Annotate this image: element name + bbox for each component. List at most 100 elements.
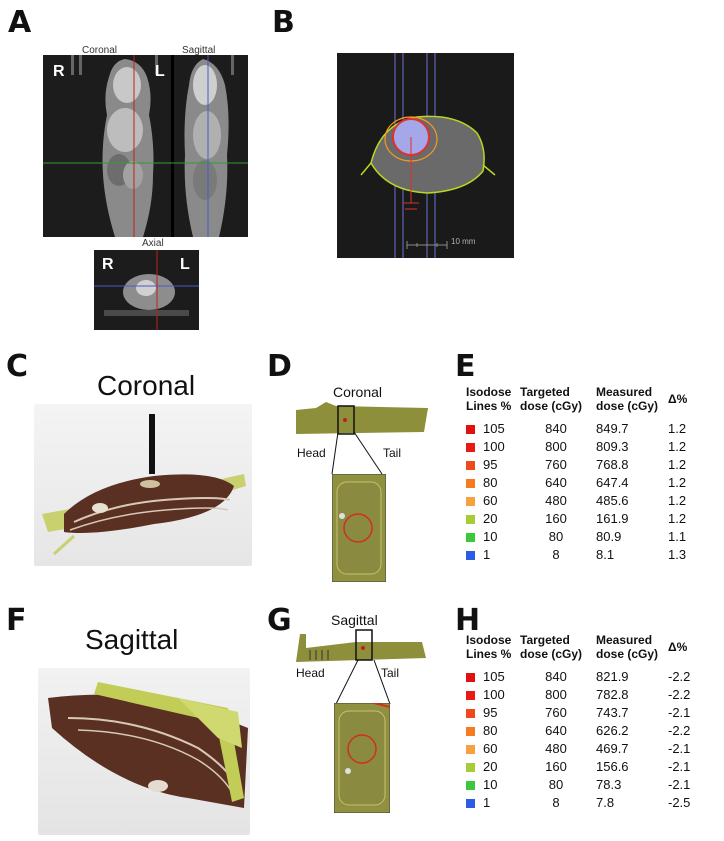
targeted-dose-cell: 8 bbox=[552, 547, 560, 563]
isodose-color-swatch bbox=[466, 425, 475, 435]
panel-g-title: Sagittal bbox=[331, 612, 378, 628]
axial-right-marker: R bbox=[102, 256, 114, 273]
zoom-lines-d bbox=[331, 432, 383, 475]
targeted-dose-cell: 8 bbox=[552, 795, 560, 811]
sagittal-phantom-photo bbox=[38, 668, 250, 835]
panel-label-e: E bbox=[455, 349, 476, 384]
targeted-dose-cell: 160 bbox=[545, 511, 567, 527]
sagittal-view-label: Sagittal bbox=[182, 45, 216, 56]
isodose-line-cell: 80 bbox=[466, 722, 520, 740]
isodose-line-cell: 105 bbox=[466, 420, 520, 438]
delta-percent-cell: 1.2 bbox=[668, 511, 687, 527]
isodose-line-value: 10 bbox=[483, 777, 498, 793]
isodose-color-swatch bbox=[466, 551, 475, 561]
axial-left-marker: L bbox=[180, 256, 190, 273]
isodose-color-swatch bbox=[466, 497, 475, 507]
targeted-dose-cell: 840 bbox=[545, 669, 567, 685]
isodose-line-value: 100 bbox=[483, 439, 505, 455]
measured-dose-cell: 743.7 bbox=[596, 705, 629, 721]
coronal-phantom-photo bbox=[34, 404, 252, 566]
panel-label-c: C bbox=[6, 349, 29, 384]
measured-dose-cell: 849.7 bbox=[596, 421, 629, 437]
isodose-line-cell: 105 bbox=[466, 668, 520, 686]
coronal-phantom-graphic bbox=[42, 414, 246, 556]
delta-percent-cell: -2.2 bbox=[668, 669, 691, 685]
isodose-line-value: 80 bbox=[483, 723, 498, 739]
targeted-dose-cell: 80 bbox=[548, 777, 564, 793]
isodose-color-swatch bbox=[466, 461, 475, 471]
film-sagittal-zoom-graphic bbox=[333, 702, 391, 814]
dose-plan-image: 10 mm bbox=[337, 53, 514, 258]
delta-percent-cell: 1.3 bbox=[668, 547, 687, 563]
measured-dose-cell: 156.6 bbox=[596, 759, 629, 775]
isodose-color-swatch bbox=[466, 533, 475, 543]
delta-percent-cell: -2.1 bbox=[668, 705, 691, 721]
targeted-dose-cell: 760 bbox=[545, 705, 567, 721]
isodose-line-cell: 10 bbox=[466, 528, 520, 546]
isodose-line-value: 20 bbox=[483, 511, 498, 527]
isodose-line-value: 95 bbox=[483, 457, 498, 473]
delta-percent-cell: -2.2 bbox=[668, 723, 691, 739]
isodose-line-value: 20 bbox=[483, 759, 498, 775]
panel-d-tail-label: Tail bbox=[383, 446, 402, 460]
measured-dose-cell: 78.3 bbox=[596, 777, 622, 793]
isodose-line-cell: 20 bbox=[466, 758, 520, 776]
isodose-color-swatch bbox=[466, 799, 475, 809]
table-row: 20 160 161.9 1.2 bbox=[466, 510, 702, 528]
delta-percent-cell: 1.2 bbox=[668, 475, 687, 491]
isodose-color-swatch bbox=[466, 781, 475, 791]
film-sagittal-overview bbox=[296, 628, 430, 668]
targeted-dose-cell: 480 bbox=[545, 493, 567, 509]
measured-dose-cell: 768.8 bbox=[596, 457, 629, 473]
dose-plan-graphic bbox=[337, 53, 514, 258]
zoom-lines-g bbox=[335, 660, 391, 705]
targeted-dose-cell: 840 bbox=[545, 421, 567, 437]
targeted-dose-cell: 800 bbox=[545, 439, 567, 455]
film-coronal-overview-graphic bbox=[296, 402, 428, 435]
isodose-line-cell: 95 bbox=[466, 704, 520, 722]
table-row: 20 160 156.6 -2.1 bbox=[466, 758, 702, 776]
delta-percent-cell: -2.1 bbox=[668, 759, 691, 775]
isodose-line-cell: 60 bbox=[466, 740, 520, 758]
isodose-line-value: 100 bbox=[483, 687, 505, 703]
panel-d-title: Coronal bbox=[333, 384, 383, 400]
ct-axial-graphic bbox=[94, 250, 199, 330]
targeted-dose-cell: 480 bbox=[545, 741, 567, 757]
ct-coronal-sagittal-graphic bbox=[43, 55, 248, 237]
isodose-color-swatch bbox=[466, 515, 475, 525]
panel-d-head-label: Head bbox=[297, 446, 326, 460]
measured-dose-cell: 161.9 bbox=[596, 511, 629, 527]
delta-percent-cell: 1.2 bbox=[668, 439, 687, 455]
isodose-line-value: 10 bbox=[483, 529, 498, 545]
film-coronal-zoom bbox=[331, 473, 387, 583]
film-sagittal-zoom bbox=[333, 702, 391, 814]
delta-percent-cell: -2.1 bbox=[668, 777, 691, 793]
isodose-line-value: 1 bbox=[483, 795, 491, 811]
isodose-line-cell: 60 bbox=[466, 492, 520, 510]
isodose-line-value: 80 bbox=[483, 475, 498, 491]
targeted-dose-cell: 80 bbox=[548, 529, 564, 545]
header-delta-percent: Δ% bbox=[668, 391, 688, 406]
isodose-line-value: 105 bbox=[483, 421, 505, 437]
measured-dose-cell: 626.2 bbox=[596, 723, 629, 739]
targeted-dose-cell: 160 bbox=[545, 759, 567, 775]
axial-view-label: Axial bbox=[142, 238, 164, 249]
panel-label-f: F bbox=[6, 603, 27, 638]
targeted-dose-cell: 640 bbox=[545, 475, 567, 491]
panel-label-g: G bbox=[267, 603, 292, 638]
table-row: 95 760 743.7 -2.1 bbox=[466, 704, 702, 722]
isodose-color-swatch bbox=[466, 673, 475, 683]
header-delta-percent: Δ% bbox=[668, 639, 688, 654]
